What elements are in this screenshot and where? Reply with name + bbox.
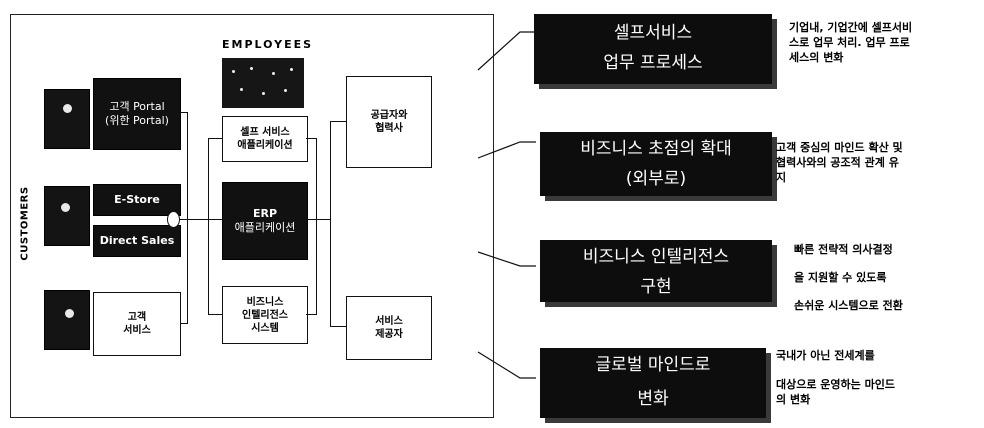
callout-title-business-intelligence: 비즈니스 인텔리전스 구현 <box>540 240 772 302</box>
callout-3-desc-line-2: 을 지원할 수 있도록 <box>794 271 887 284</box>
supplier-label-2: 협력사 <box>375 123 403 134</box>
estore-label: E-Store <box>114 193 160 206</box>
supplier-label-1: 공급자와 <box>370 110 408 121</box>
business-intelligence-box: 비즈니스 인텔리전스 시스템 <box>222 286 308 344</box>
connector-store-erp <box>179 219 222 220</box>
connector-selfservice-left <box>208 138 222 139</box>
callout-1-desc-line-1: 기업내, 기업간에 셀프서비 <box>789 21 913 34</box>
customer-photo-service <box>44 290 90 350</box>
customer-service-box: 고객 서비스 <box>93 292 181 356</box>
callout-3-title-line-1: 비즈니스 인텔리전스 <box>582 247 730 267</box>
service-provider-label-1: 서비스 <box>375 316 403 327</box>
customer-service-label-1: 고객 <box>127 312 147 323</box>
connector-selfservice-right <box>306 138 317 139</box>
customer-photo-store <box>44 186 90 246</box>
erp-label-2: 애플리케이션 <box>234 221 296 234</box>
callout-desc-global-mind: 국내가 아닌 전세계를 대상으로 운영하는 마인드 의 변화 <box>776 348 895 407</box>
callout-1-title-line-1: 셀프서비스 <box>613 23 693 43</box>
callout-4-desc-line-3: 의 변화 <box>776 393 811 406</box>
customer-bus-line <box>187 112 188 324</box>
connector-erp-right <box>306 219 330 220</box>
direct-sales-box: Direct Sales <box>93 225 181 257</box>
callout-title-self-service: 셀프서비스 업무 프로세스 <box>534 14 772 84</box>
callout-desc-self-service: 기업내, 기업간에 셀프서비 스로 업무 처리. 업무 프로 세스의 변화 <box>789 20 912 65</box>
callout-title-business-focus: 비즈니스 초점의 확대 (외부로) <box>540 132 772 196</box>
callout-1-desc-line-3: 세스의 변화 <box>789 51 844 64</box>
callout-4-desc-line-2: 대상으로 운영하는 마인드 <box>776 378 895 391</box>
callout-4-desc-line-1: 국내가 아닌 전세계를 <box>776 349 875 362</box>
right-bus-line <box>330 121 331 327</box>
pointer-2 <box>477 141 536 159</box>
callout-2-title-line-1: 비즈니스 초점의 확대 <box>580 139 732 159</box>
callout-2-desc-line-3: 지 <box>776 171 787 184</box>
pointer-3 <box>477 251 536 267</box>
callout-2-desc-line-1: 고객 중심의 마인드 확산 및 <box>776 141 903 154</box>
callout-3-desc-line-3: 손쉬운 시스템으로 전환 <box>794 299 903 312</box>
estore-box: E-Store <box>93 184 181 216</box>
callout-4-title-line-2: 변화 <box>637 389 669 409</box>
callout-1-title-line-2: 업무 프로세스 <box>603 53 703 73</box>
customer-photo-portal <box>44 89 90 149</box>
employees-photo <box>222 58 304 108</box>
customer-portal-box: 고객 Portal (위한 Portal) <box>93 78 181 150</box>
bi-label-2: 인텔리전스 <box>242 309 288 321</box>
customer-portal-label-2: (위한 Portal) <box>105 114 169 127</box>
customer-portal-label-1: 고객 Portal <box>109 100 165 113</box>
connector-portal <box>180 112 188 113</box>
junction-node <box>167 211 180 228</box>
bi-label-1: 비즈니스 <box>246 296 284 308</box>
connector-service-provider <box>330 326 346 327</box>
connector-supplier <box>330 121 346 122</box>
callout-3-desc-line-1: 빠른 전략적 의사결정 <box>794 243 893 256</box>
connector-customer-service <box>180 323 188 324</box>
center-right-bus <box>316 138 317 315</box>
connector-bi-left <box>208 314 222 315</box>
callout-2-title-line-2: (외부로) <box>625 169 687 189</box>
callout-3-title-line-2: 구현 <box>640 277 672 297</box>
self-service-label-1: 셀프 서비스 <box>240 127 290 138</box>
callout-4-title-line-1: 글로벌 마인드로 <box>595 355 711 375</box>
callout-desc-business-focus: 고객 중심의 마인드 확산 및 협력사와의 공조적 관계 유 지 <box>776 140 903 185</box>
erp-label-1: ERP <box>252 207 278 220</box>
callout-pointer-lines <box>477 31 536 379</box>
erp-box: ERP 애플리케이션 <box>222 182 308 260</box>
bi-label-3: 시스템 <box>251 322 279 334</box>
callout-1-desc-line-2: 스로 업무 처리. 업무 프로 <box>789 36 910 49</box>
employees-label: EMPLOYEES <box>222 38 314 51</box>
pointer-4 <box>477 351 536 379</box>
direct-sales-label: Direct Sales <box>99 234 175 247</box>
customer-service-label-2: 서비스 <box>123 325 151 336</box>
self-service-label-2: 애플리케이션 <box>237 140 293 151</box>
pointer-1 <box>477 31 536 71</box>
center-left-bus <box>208 138 209 315</box>
connector-bi-right <box>306 314 317 315</box>
service-provider-label-2: 제공자 <box>375 329 403 340</box>
callout-desc-business-intelligence: 빠른 전략적 의사결정 을 지원할 수 있도록 손쉬운 시스템으로 전환 <box>794 236 903 320</box>
callout-title-global-mind: 글로벌 마인드로 변화 <box>540 348 766 418</box>
self-service-app-box: 셀프 서비스 애플리케이션 <box>222 116 308 162</box>
service-provider-box: 서비스 제공자 <box>346 296 432 360</box>
supplier-partner-box: 공급자와 협력사 <box>346 76 432 168</box>
customers-label: CUSTOMERS <box>19 186 31 261</box>
callout-2-desc-line-2: 협력사와의 공조적 관계 유 <box>776 156 899 169</box>
